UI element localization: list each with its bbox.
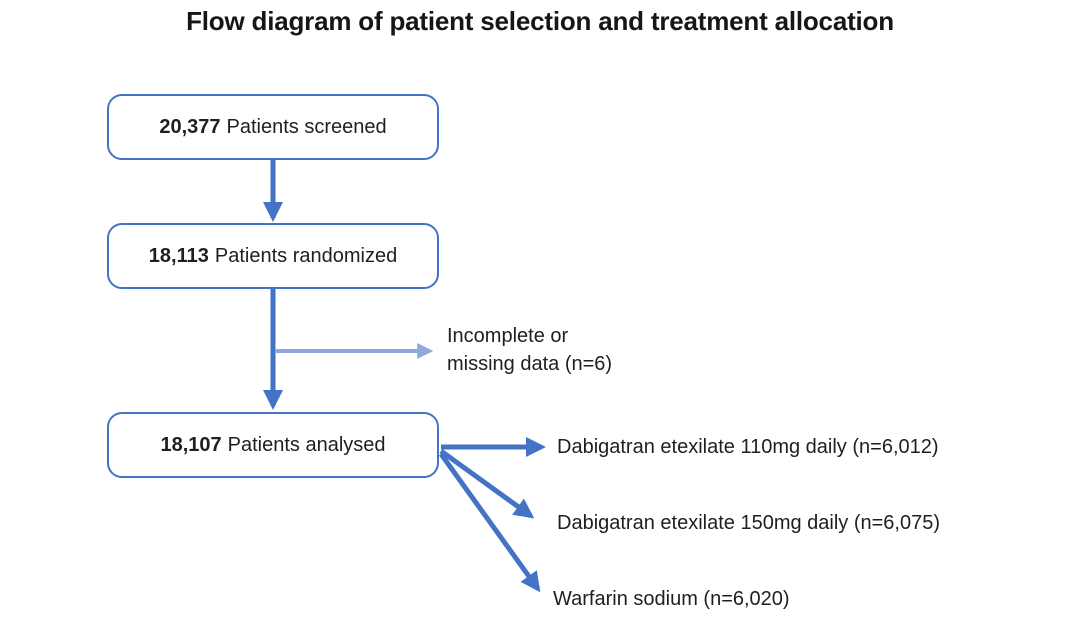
patients-screened-label: Patients screened xyxy=(226,115,387,138)
allocation-label-warfarin: Warfarin sodium (n=6,020) xyxy=(553,588,790,610)
node-patients-screened: 20,377 Patients screened xyxy=(107,94,439,160)
allocation-label-dabigatran-110: Dabigatran etexilate 110mg daily (n=6,01… xyxy=(557,436,939,458)
exclusion-label: Incomplete or missing data (n=6) xyxy=(447,325,613,375)
patients-randomized-count: 18,113 xyxy=(148,244,209,267)
node-patients-randomized: 18,113 Patients randomized xyxy=(107,223,439,289)
arrow-allocation-warfarin xyxy=(438,452,541,593)
node-patients-analysed: 18,107 Patients analysed xyxy=(107,412,439,478)
patients-analysed-label: Patients analysed xyxy=(227,433,386,456)
arrow-allocation-dabigatran-150 xyxy=(439,448,535,519)
diagram-title: Flow diagram of patient selection and tr… xyxy=(186,6,894,36)
patients-screened-count: 20,377 xyxy=(159,115,221,138)
patients-randomized-label: Patients randomized xyxy=(214,244,398,267)
patients-analysed-count: 18,107 xyxy=(160,433,222,456)
allocation-label-dabigatran-150: Dabigatran etexilate 150mg daily (n=6,07… xyxy=(557,512,941,534)
